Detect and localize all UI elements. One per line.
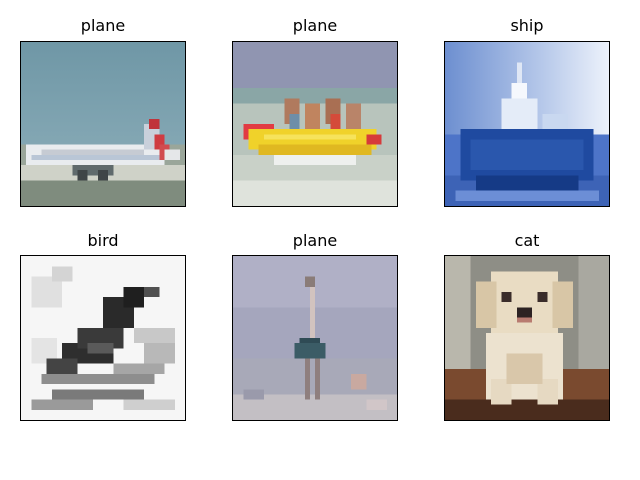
panel-title: ship [510,16,544,35]
image-ostrich-in-field [232,255,398,421]
panel-5: plane [232,231,398,423]
panel-3: ship [444,16,610,208]
panel-title: plane [80,16,126,35]
panel-2: plane [232,16,398,208]
panel-1: plane [20,16,186,208]
image-airliner-on-runway [20,41,186,207]
panel-title: plane [292,231,338,250]
image-blue-ship-hull [444,41,610,207]
image-banana-boat-on-water [232,41,398,207]
panel-title: plane [292,16,338,35]
image-fluffy-white-puppy [444,255,610,421]
panel-4: bird [20,231,186,423]
panel-6: cat [444,231,610,423]
image-dark-bird-on-branch [20,255,186,421]
panel-title: cat [514,231,540,250]
panel-title: bird [87,231,119,250]
